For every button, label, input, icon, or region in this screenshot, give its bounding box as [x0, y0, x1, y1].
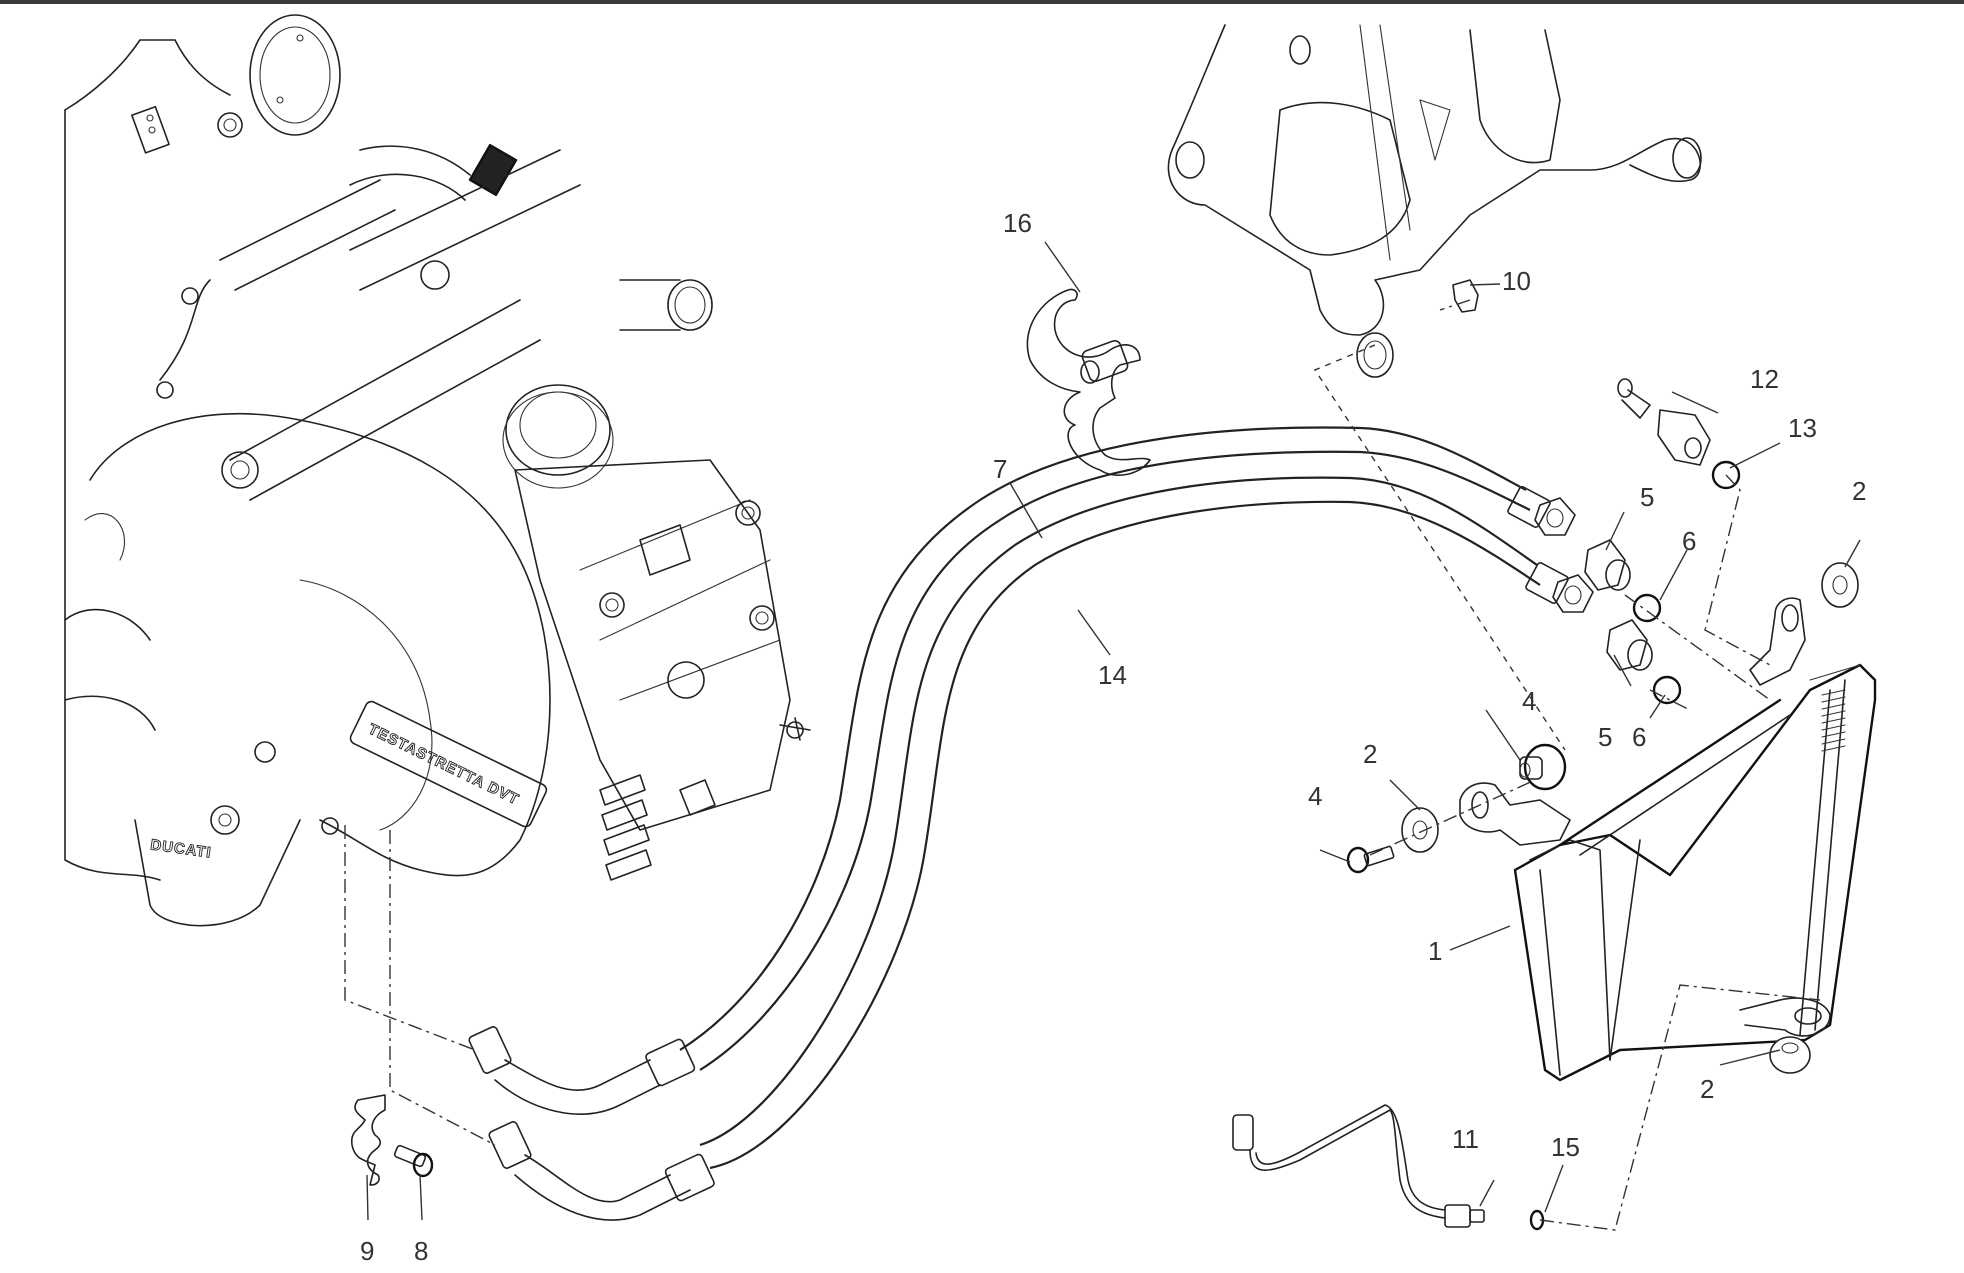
callout-8[interactable]: 8 [414, 1236, 428, 1266]
oil-filler-cap [505, 384, 611, 476]
callout-labels: 16 7 14 10 12 13 2 5 6 4 5 6 2 4 1 2 11 … [360, 208, 1866, 1266]
callout-2-left[interactable]: 2 [1363, 739, 1377, 769]
part-3-spacer [1519, 743, 1567, 791]
callout-6-upper[interactable]: 6 [1682, 526, 1696, 556]
badge-text: TESTASTRETTA DVT [365, 721, 521, 809]
oil-filter [134, 819, 301, 927]
cover-vents [599, 774, 652, 881]
oil-filter-text: DUCATI [149, 836, 212, 861]
hose-fitting-upper [468, 1026, 696, 1115]
callout-3[interactable]: 4 [1522, 686, 1536, 716]
cooler-bracket-bottom [1739, 997, 1831, 1037]
engine-assembly: TESTASTRETTA DVT DUCATI [64, 14, 811, 927]
callout-1[interactable]: 1 [1428, 936, 1442, 966]
callout-5-lower[interactable]: 5 [1598, 722, 1612, 752]
part-12-temperature-sensor [1617, 378, 1711, 466]
part-4-screw [1346, 845, 1395, 874]
callout-2-top[interactable]: 2 [1852, 476, 1866, 506]
part-8-screw [393, 1144, 434, 1178]
part-6-washer-upper [1632, 593, 1662, 623]
cooler-bracket-left [1459, 782, 1571, 846]
part-2-grommet-top [1821, 562, 1859, 608]
part-2-grommet-bottom [1769, 1036, 1811, 1074]
callout-10[interactable]: 10 [1502, 266, 1531, 296]
part-6-washer-lower [1652, 675, 1682, 705]
part-16-hose-clamp [1026, 288, 1151, 476]
cam-cover-cap [249, 14, 341, 136]
hose-14 [699, 476, 1541, 1170]
callout-5-upper[interactable]: 5 [1640, 482, 1654, 512]
callout-16[interactable]: 16 [1003, 208, 1032, 238]
callout-12[interactable]: 12 [1750, 364, 1779, 394]
assembly-lines [344, 299, 1821, 1231]
cooler-bracket-top [1749, 597, 1806, 686]
hose-end-fittings-right [1507, 486, 1594, 613]
part-2-grommet-left [1401, 807, 1439, 853]
callout-14[interactable]: 14 [1098, 660, 1127, 690]
frame-section [1167, 24, 1702, 378]
cooler-fins [1821, 689, 1846, 752]
hose-7 [679, 426, 1531, 1071]
callout-13[interactable]: 13 [1788, 413, 1817, 443]
callout-7[interactable]: 7 [993, 454, 1007, 484]
callout-9[interactable]: 9 [360, 1236, 374, 1266]
callout-4[interactable]: 4 [1308, 781, 1322, 811]
callout-6-lower[interactable]: 6 [1632, 722, 1646, 752]
part-9-bracket [350, 1094, 386, 1186]
callout-15[interactable]: 15 [1551, 1132, 1580, 1162]
testastretta-badge: TESTASTRETTA DVT [349, 700, 548, 828]
part-1-oil-cooler [1459, 597, 1877, 1082]
leader-lines [366, 241, 1861, 1221]
part-11-sensor-cable [1232, 1104, 1485, 1228]
top-border-bar [0, 0, 1964, 4]
callout-11[interactable]: 11 [1452, 1124, 1479, 1154]
part-5-union-lower [1606, 619, 1653, 671]
part-10-clip [1452, 279, 1479, 313]
callout-2-bottom[interactable]: 2 [1700, 1074, 1714, 1104]
hose-fitting-lower [488, 1121, 715, 1221]
part-13-washer [1711, 460, 1741, 490]
